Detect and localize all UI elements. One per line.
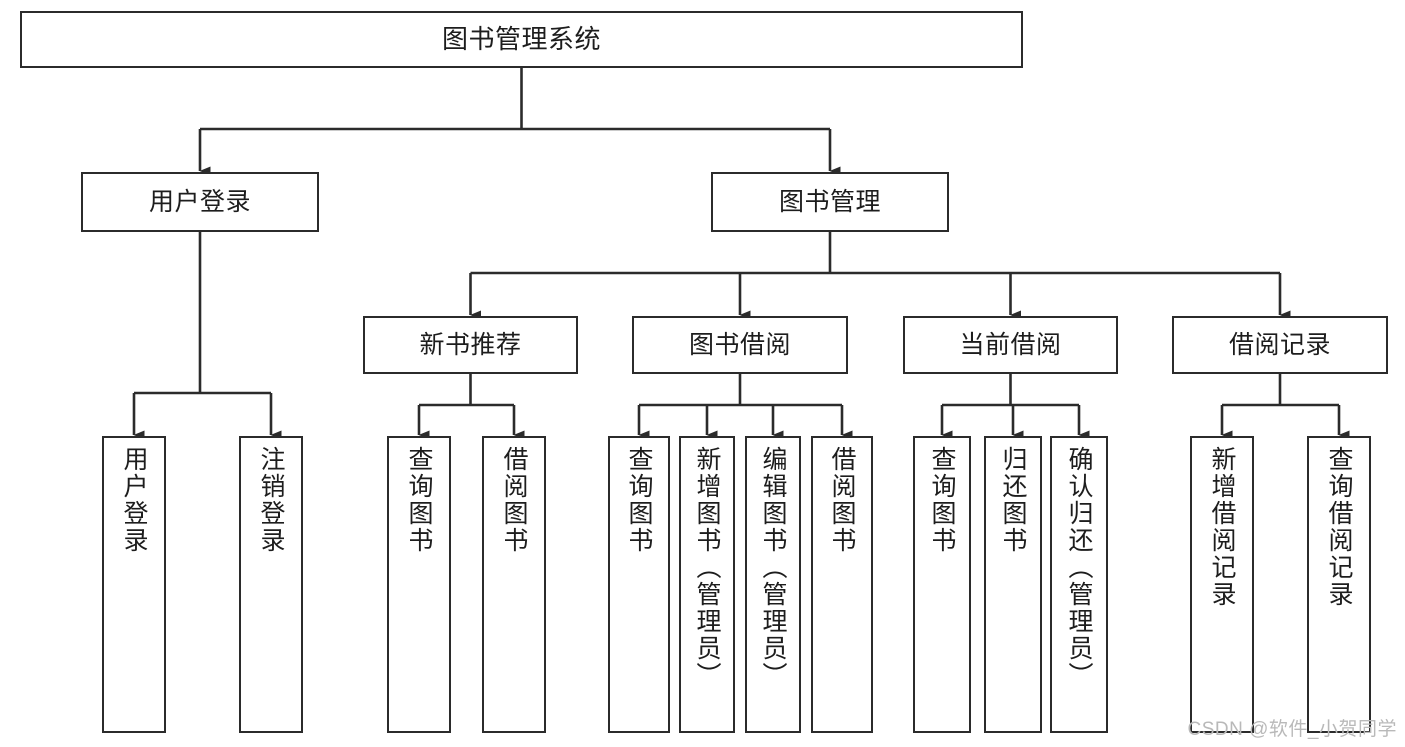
node-leaf-add-record[interactable]: 新增借阅记录 [1190, 436, 1254, 733]
node-label: 用户登录 [148, 188, 251, 216]
node-label: 新书推荐 [419, 331, 522, 359]
node-root[interactable]: 图书管理系统 [20, 11, 1023, 68]
node-label: 确认归还（管理员） [1065, 446, 1093, 689]
node-label: 借阅图书 [828, 446, 856, 554]
node-leaf-borrow-book-2[interactable]: 借阅图书 [811, 436, 873, 733]
node-book-borrow[interactable]: 图书借阅 [632, 316, 848, 374]
node-label: 图书借阅 [688, 331, 791, 359]
node-label: 新增借阅记录 [1208, 446, 1236, 608]
node-label: 借阅图书 [500, 446, 528, 554]
node-label: 图书管理 [778, 188, 881, 216]
node-leaf-confirm-return[interactable]: 确认归还（管理员） [1050, 436, 1108, 733]
node-leaf-borrow-book-1[interactable]: 借阅图书 [482, 436, 546, 733]
node-label: 查询图书 [625, 446, 653, 554]
node-leaf-query-book-3[interactable]: 查询图书 [913, 436, 971, 733]
node-label: 新增图书（管理员） [693, 446, 721, 689]
node-label: 当前借阅 [959, 331, 1062, 359]
node-new-book-recommend[interactable]: 新书推荐 [363, 316, 578, 374]
node-leaf-edit-book[interactable]: 编辑图书（管理员） [745, 436, 801, 733]
node-label: 编辑图书（管理员） [759, 446, 787, 689]
node-label: 归还图书 [999, 446, 1027, 554]
node-label: 用户登录 [120, 446, 148, 554]
node-current-borrow[interactable]: 当前借阅 [903, 316, 1118, 374]
node-leaf-query-book-2[interactable]: 查询图书 [608, 436, 670, 733]
node-label: 查询借阅记录 [1325, 446, 1353, 608]
node-label: 查询图书 [405, 446, 433, 554]
node-leaf-user-login[interactable]: 用户登录 [102, 436, 166, 733]
node-label: 借阅记录 [1228, 331, 1331, 359]
node-leaf-logout[interactable]: 注销登录 [239, 436, 303, 733]
csdn-watermark: CSDN @软件_小贺同学 [1187, 719, 1397, 740]
node-label: 注销登录 [257, 446, 285, 554]
node-borrow-record[interactable]: 借阅记录 [1172, 316, 1388, 374]
node-leaf-return-book[interactable]: 归还图书 [984, 436, 1042, 733]
node-leaf-query-record[interactable]: 查询借阅记录 [1307, 436, 1371, 733]
node-label: 图书管理系统 [441, 23, 601, 54]
node-user-login[interactable]: 用户登录 [81, 172, 319, 232]
node-leaf-add-book[interactable]: 新增图书（管理员） [679, 436, 735, 733]
node-leaf-query-book-1[interactable]: 查询图书 [387, 436, 451, 733]
node-book-manage[interactable]: 图书管理 [711, 172, 949, 232]
node-label: 查询图书 [928, 446, 956, 554]
